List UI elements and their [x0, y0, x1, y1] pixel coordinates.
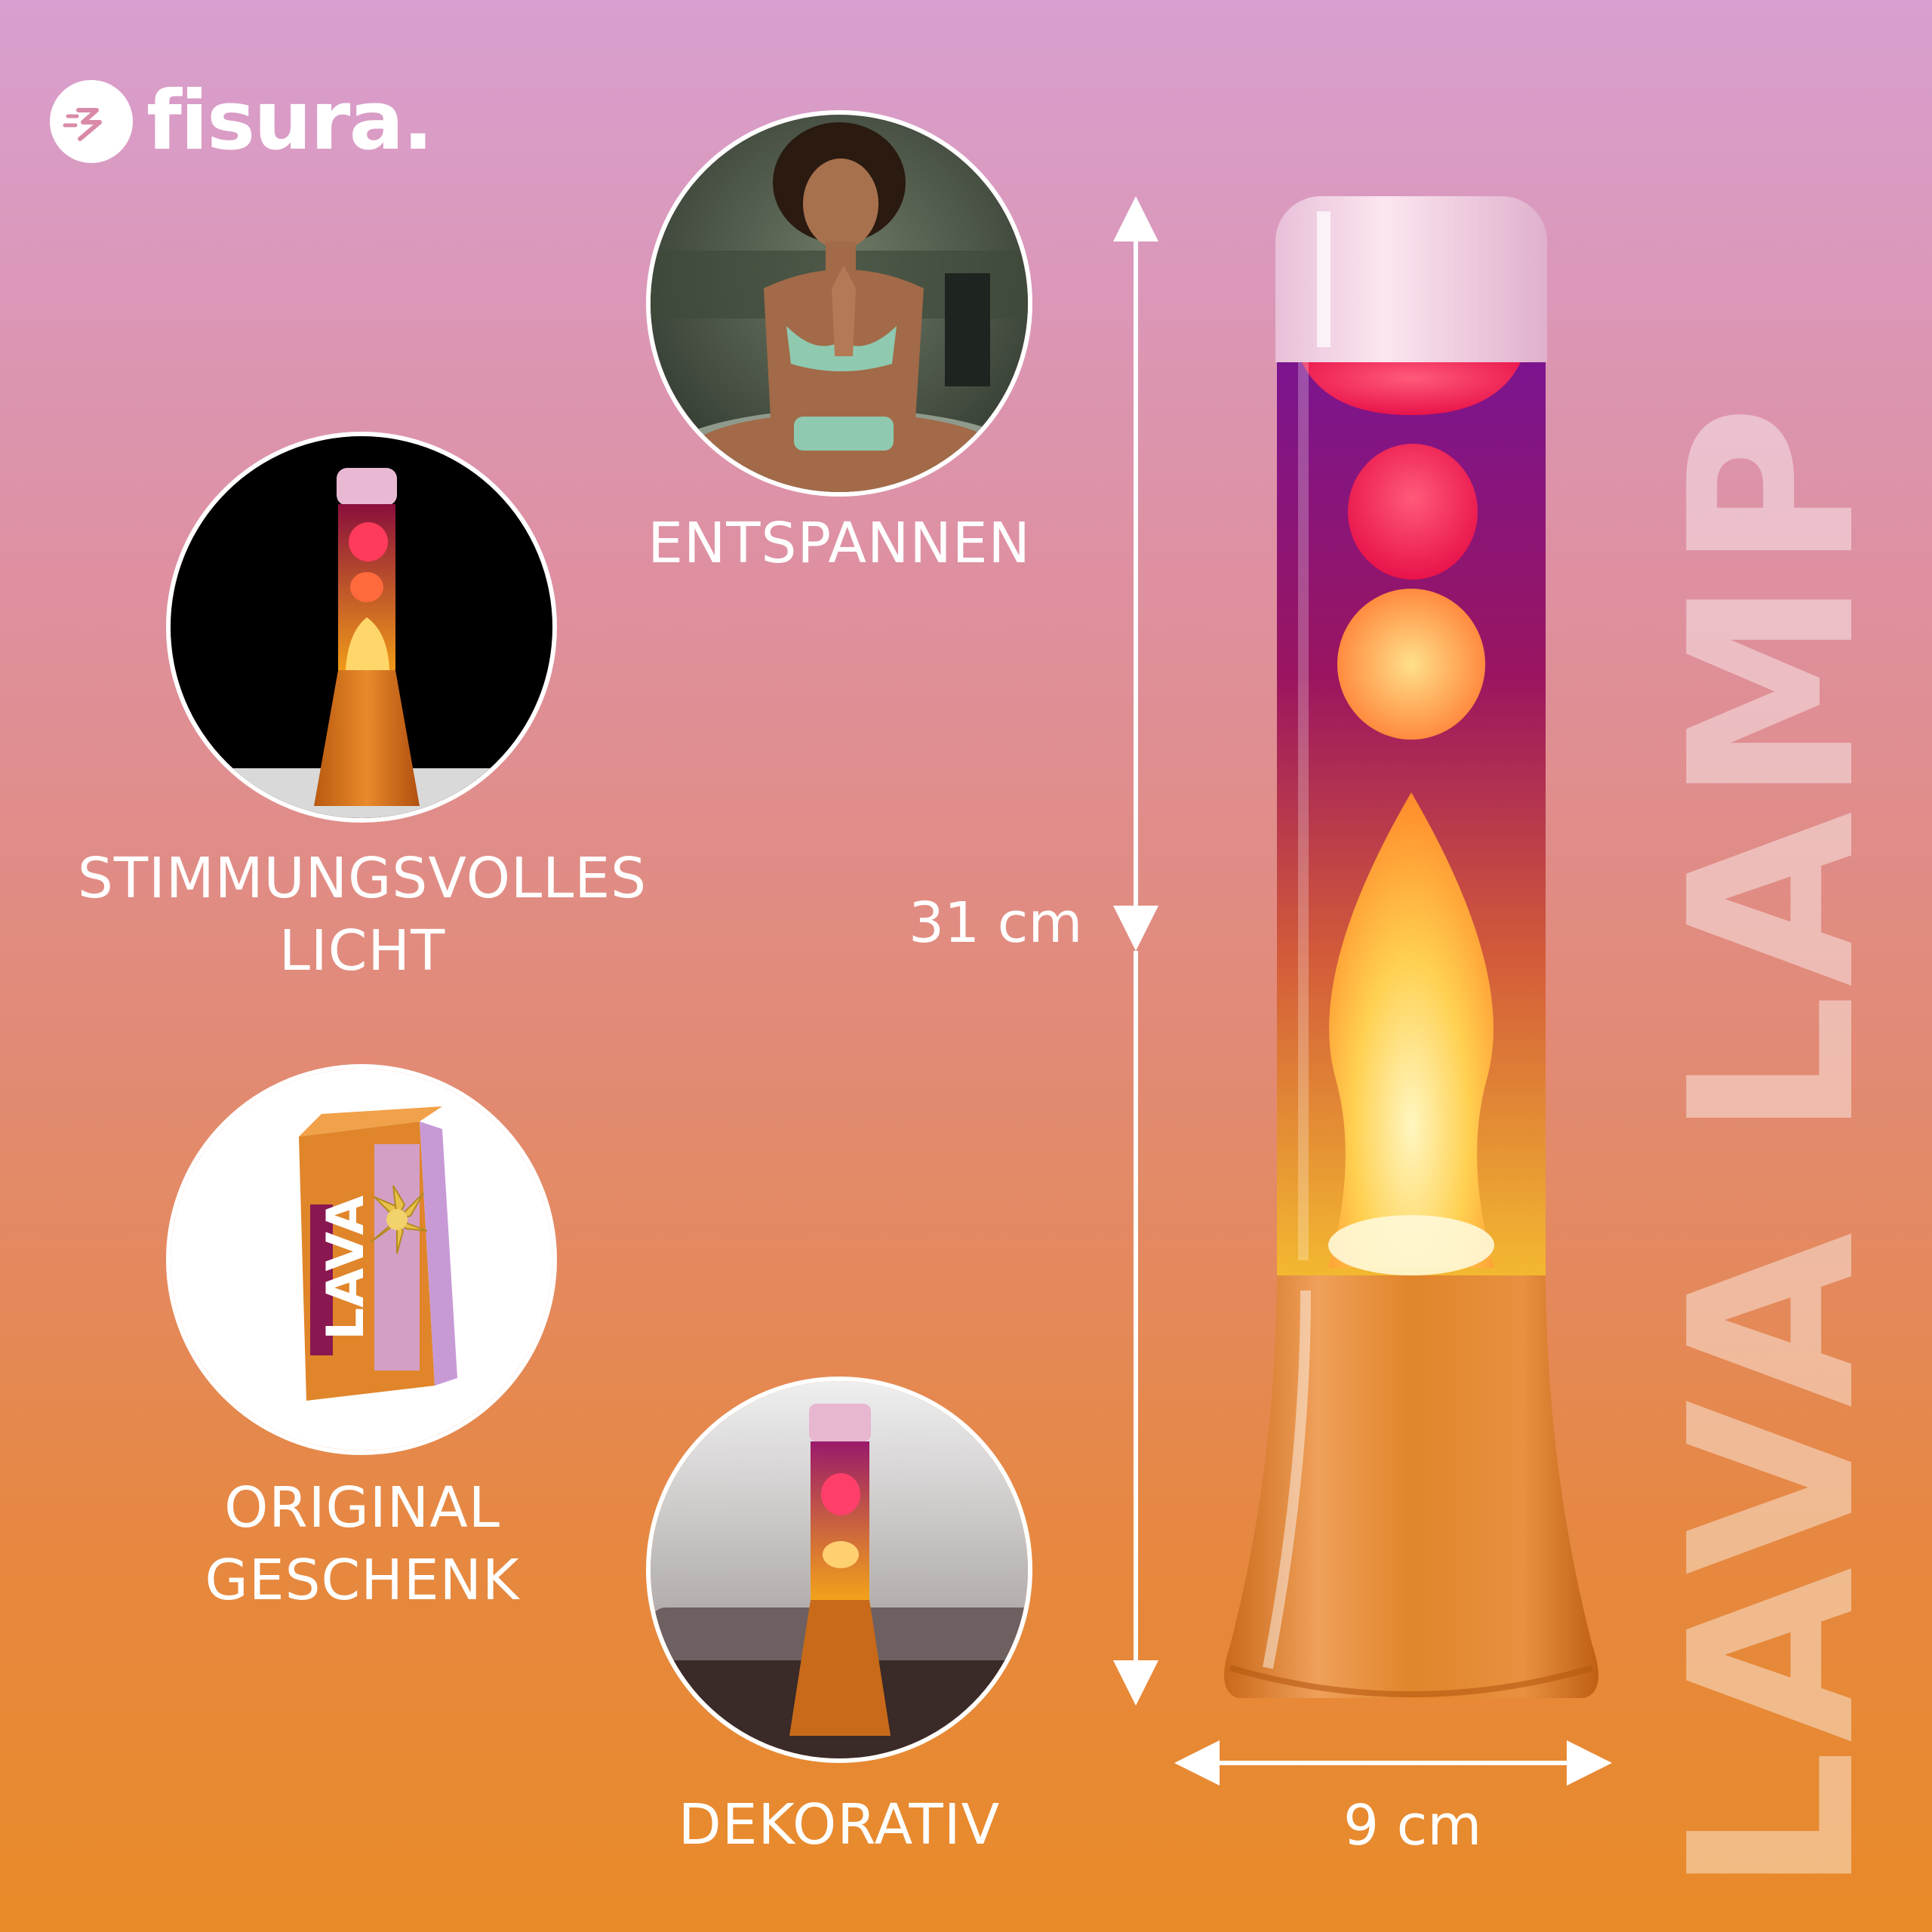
brand-logo: fisura.: [50, 74, 433, 168]
height-arrow-lower: [1109, 951, 1162, 1706]
feature-label-gift: ORIGINAL GESCHENK: [23, 1472, 702, 1617]
feature-label-line1: ORIGINAL: [224, 1475, 500, 1540]
double-arrow-horizontal-icon: [1174, 1740, 1612, 1786]
feature-label-decorative: DEKORATIV: [678, 1792, 1001, 1857]
lamp-in-livingroom-photo: [646, 1377, 1032, 1763]
width-label: 9 cm: [1343, 1793, 1482, 1858]
feature-label-line2: LICHT: [278, 918, 446, 984]
lava-lamp-product-image: [1185, 189, 1638, 1721]
feature-label-relax: ENTSPANNEN: [648, 511, 1031, 576]
brand-name: fisura.: [146, 74, 433, 168]
gift-box-photo: LAVA: [166, 1064, 557, 1455]
height-arrow: [1109, 196, 1162, 951]
double-arrow-vertical-icon: [1113, 196, 1158, 951]
logo-icon: [50, 80, 133, 163]
lava-lamp-dark-photo: [166, 432, 557, 823]
product-title: LAVA LAMP: [1641, 397, 1905, 1894]
width-arrow: [1174, 1736, 1612, 1790]
svg-text:LAVA: LAVA: [316, 1195, 376, 1340]
feature-label-line1: STIMMUNGSVOLLES: [77, 846, 648, 911]
feature-label-line2: GESCHENK: [205, 1548, 520, 1614]
meditation-photo: [646, 110, 1032, 497]
feature-label-mood-light: STIMMUNGSVOLLES LICHT: [23, 842, 702, 987]
height-label: 31 cm: [909, 891, 1083, 955]
